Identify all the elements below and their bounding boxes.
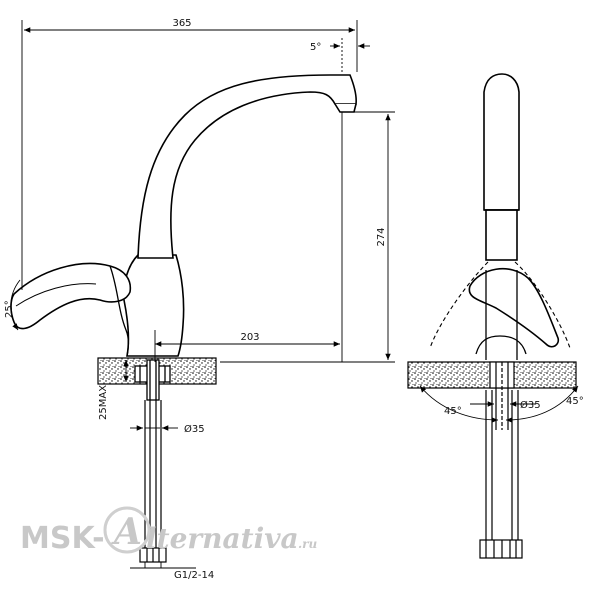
dim-max-thickness: 25MAX: [98, 385, 109, 420]
dim-hole-diameter-front: Ø35: [520, 399, 541, 411]
dim-spout-reach: 203: [240, 332, 259, 343]
dim-height: 274: [376, 227, 387, 246]
body-front: [485, 209, 518, 261]
dim-swing-left: 45°: [444, 406, 462, 417]
dim-spout-tilt: 5°: [310, 42, 321, 53]
front-view: [407, 73, 577, 559]
spout-side: [137, 74, 357, 259]
watermark-logo-ring: [103, 506, 151, 554]
watermark-logo-letter: A: [111, 511, 142, 553]
watermark-suffix: lternativa: [146, 522, 299, 555]
watermark-prefix: MSK-: [20, 521, 105, 556]
faucet-body-side: [122, 254, 185, 357]
flexible-hose-side: [139, 400, 167, 563]
mounting-shank-front: [479, 361, 523, 559]
lever-handle-front: [468, 268, 560, 348]
front-dimensions: [419, 385, 579, 423]
aerator-side: [334, 103, 357, 113]
side-dimensions: [10, 20, 395, 569]
dim-lever-angle: 25°: [4, 300, 15, 318]
mounting-shank-side: [134, 359, 171, 401]
dim-thread: G1/2-14: [174, 570, 214, 581]
side-view: [10, 74, 357, 563]
spout-front: [483, 73, 520, 211]
dim-swing-right: 45°: [566, 396, 584, 407]
dim-hole-diameter-side: Ø35: [184, 423, 205, 435]
watermark: MSK- A lternativa .ru: [20, 506, 318, 556]
dim-overall-width: 365: [172, 18, 191, 29]
watermark-tld: .ru: [298, 537, 318, 551]
